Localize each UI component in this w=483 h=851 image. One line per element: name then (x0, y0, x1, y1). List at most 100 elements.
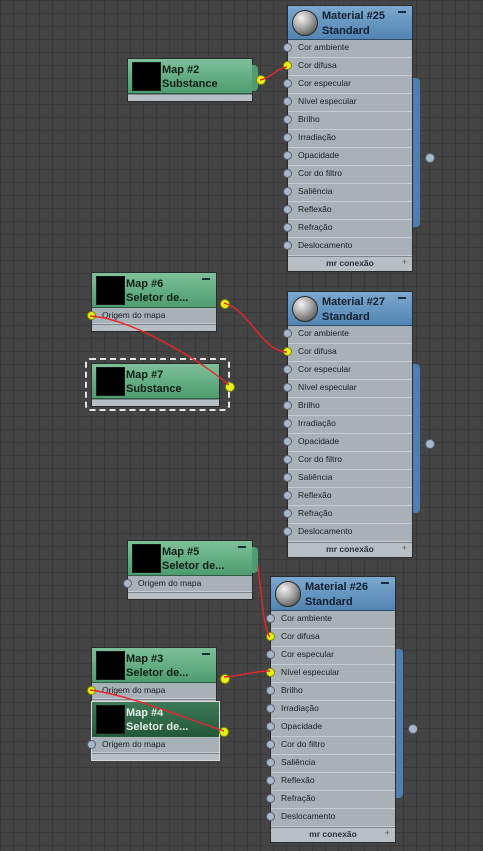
slot-opacidade[interactable]: Opacidade (283, 434, 412, 452)
minimize-icon[interactable] (398, 297, 406, 299)
slot-cor-especular[interactable]: Cor especular (283, 76, 412, 94)
slot-opacidade[interactable]: Opacidade (266, 719, 395, 737)
material-node-27[interactable]: Material #27 Standard Cor ambiente Cor d… (283, 291, 435, 558)
slot-cor-ambiente[interactable]: Cor ambiente (266, 611, 395, 629)
input-socket-icon[interactable] (266, 776, 275, 785)
map-node-6[interactable]: Map #6 Seletor de... Origem do mapa (87, 272, 230, 332)
input-socket-icon[interactable] (266, 668, 275, 677)
minimize-icon[interactable] (238, 546, 246, 548)
output-socket-icon[interactable] (256, 75, 266, 85)
input-socket-icon[interactable] (266, 758, 275, 767)
output-socket-icon[interactable] (425, 152, 435, 163)
slot-cor-difusa[interactable]: Cor difusa (283, 58, 412, 76)
slot-cor-ambiente[interactable]: Cor ambiente (283, 326, 412, 344)
input-socket-icon[interactable] (283, 383, 292, 392)
input-socket-icon[interactable] (87, 686, 96, 695)
mr-connection-rollout[interactable]: mr conexão + (288, 256, 412, 271)
input-socket-icon[interactable] (283, 437, 292, 446)
output-socket-icon[interactable] (220, 299, 230, 309)
input-socket-icon[interactable] (266, 812, 275, 821)
input-socket-icon[interactable] (283, 97, 292, 106)
input-socket-icon[interactable] (283, 401, 292, 410)
output-socket-icon[interactable] (425, 438, 435, 449)
slot-origem-do-mapa[interactable]: Origem do mapa (87, 683, 216, 699)
map-node-5[interactable]: Map #5 Seletor de... Origem do mapa (123, 540, 258, 600)
input-socket-icon[interactable] (283, 169, 292, 178)
input-socket-icon[interactable] (283, 241, 292, 250)
slot-cor-do-filtro[interactable]: Cor do filtro (283, 452, 412, 470)
map-node-header[interactable]: Map #7 Substance (92, 364, 219, 399)
input-socket-icon[interactable] (266, 614, 275, 623)
input-socket-icon[interactable] (283, 151, 292, 160)
material-node-26[interactable]: Material #26 Standard Cor ambiente Cor d… (266, 576, 418, 843)
input-socket-icon[interactable] (283, 527, 292, 536)
input-socket-icon[interactable] (283, 115, 292, 124)
slot-refracao[interactable]: Refração (283, 220, 412, 238)
input-socket-icon[interactable] (283, 473, 292, 482)
input-socket-icon[interactable] (266, 740, 275, 749)
map-node-header[interactable]: Map #5 Seletor de... (128, 541, 252, 576)
map-node-header[interactable]: Map #2 Substance (128, 59, 252, 94)
slot-irradiacao[interactable]: Irradiação (283, 130, 412, 148)
slot-origem-do-mapa[interactable]: Origem do mapa (87, 308, 216, 324)
input-socket-icon[interactable] (283, 455, 292, 464)
input-socket-icon[interactable] (87, 740, 96, 749)
slot-cor-especular[interactable]: Cor especular (283, 362, 412, 380)
map-node-4[interactable]: Map #4 Seletor de... Origem do mapa (87, 701, 229, 761)
map-node-7[interactable]: Map #7 Substance (91, 363, 235, 407)
map-node-header[interactable]: Map #4 Seletor de... (92, 702, 219, 737)
slot-nivel-especular[interactable]: Nível especular (283, 94, 412, 112)
material-node-header[interactable]: Material #27 Standard (288, 292, 412, 326)
slot-irradiacao[interactable]: Irradiação (283, 416, 412, 434)
mr-connection-rollout[interactable]: mr conexão + (288, 542, 412, 557)
expand-plus-icon[interactable]: + (401, 543, 407, 553)
input-socket-icon[interactable] (283, 329, 292, 338)
input-socket-icon[interactable] (283, 43, 292, 52)
input-socket-icon[interactable] (283, 509, 292, 518)
minimize-icon[interactable] (381, 582, 389, 584)
minimize-icon[interactable] (202, 653, 210, 655)
map-node-header[interactable]: Map #6 Seletor de... (92, 273, 216, 308)
slot-origem-do-mapa[interactable]: Origem do mapa (87, 737, 219, 753)
slot-nivel-especular[interactable]: Nível especular (283, 380, 412, 398)
slot-cor-do-filtro[interactable]: Cor do filtro (266, 737, 395, 755)
input-socket-icon[interactable] (123, 579, 132, 588)
slot-saliencia[interactable]: Saliência (283, 470, 412, 488)
map-node-2[interactable]: Map #2 Substance (127, 58, 266, 102)
input-socket-icon[interactable] (283, 187, 292, 196)
input-socket-icon[interactable] (266, 650, 275, 659)
expand-plus-icon[interactable]: + (401, 257, 407, 267)
slot-brilho[interactable]: Brilho (283, 112, 412, 130)
slot-cor-do-filtro[interactable]: Cor do filtro (283, 166, 412, 184)
map-node-header[interactable]: Map #3 Seletor de... (92, 648, 216, 683)
material-node-header[interactable]: Material #26 Standard (271, 577, 395, 611)
input-socket-icon[interactable] (283, 419, 292, 428)
expand-plus-icon[interactable]: + (384, 828, 390, 838)
input-socket-icon[interactable] (266, 722, 275, 731)
input-socket-icon[interactable] (283, 491, 292, 500)
slot-reflexao[interactable]: Reflexão (283, 488, 412, 506)
wire-map3-to-mat26-nivel-especular[interactable] (223, 670, 271, 678)
minimize-icon[interactable] (398, 11, 406, 13)
slot-origem-do-mapa[interactable]: Origem do mapa (123, 576, 252, 592)
input-socket-icon[interactable] (87, 311, 96, 320)
slot-refracao[interactable]: Refração (283, 506, 412, 524)
slot-irradiacao[interactable]: Irradiação (266, 701, 395, 719)
slot-cor-difusa[interactable]: Cor difusa (283, 344, 412, 362)
slot-brilho[interactable]: Brilho (266, 683, 395, 701)
slot-brilho[interactable]: Brilho (283, 398, 412, 416)
input-socket-icon[interactable] (266, 704, 275, 713)
input-socket-icon[interactable] (283, 79, 292, 88)
input-socket-icon[interactable] (283, 347, 292, 356)
slot-deslocamento[interactable]: Deslocamento (266, 809, 395, 827)
slot-deslocamento[interactable]: Deslocamento (283, 524, 412, 542)
output-socket-icon[interactable] (225, 382, 235, 392)
slot-cor-difusa[interactable]: Cor difusa (266, 629, 395, 647)
map-node-3[interactable]: Map #3 Seletor de... Origem do mapa (87, 647, 230, 707)
material-node-25[interactable]: Material #25 Standard Cor ambiente Cor d… (283, 5, 435, 272)
slot-reflexao[interactable]: Reflexão (283, 202, 412, 220)
input-socket-icon[interactable] (266, 686, 275, 695)
input-socket-icon[interactable] (283, 133, 292, 142)
wire-map5-to-mat26-cor-difusa[interactable] (257, 565, 271, 638)
input-socket-icon[interactable] (283, 61, 292, 70)
